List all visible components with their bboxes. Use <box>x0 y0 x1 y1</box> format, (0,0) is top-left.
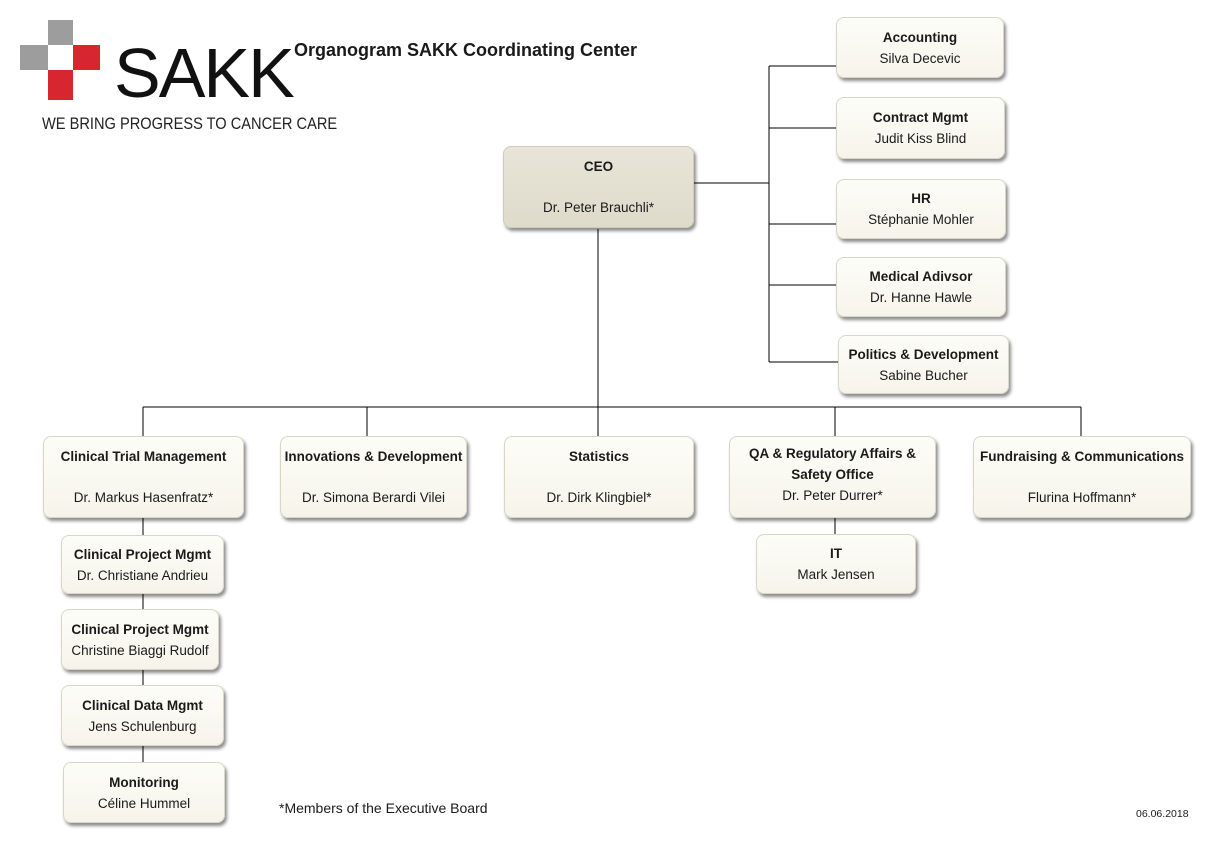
unit-name: Jens Schulenburg <box>88 718 197 734</box>
ctm-unit-box: Clinical Project Mgmt Christine Biaggi R… <box>61 609 219 670</box>
ctm-unit-box: Clinical Data Mgmt Jens Schulenburg <box>61 685 224 746</box>
unit-role: Clinical Project Mgmt <box>73 546 212 562</box>
logo-tagline: WE BRING PROGRESS TO CANCER CARE <box>42 114 338 133</box>
staff-role: Medical Adivsor <box>869 269 973 284</box>
staff-box-contract-mgmt: Contract Mgmt Judit Kiss Blind <box>836 97 1005 159</box>
department-role: Statistics <box>568 449 630 464</box>
cross-logo-icon <box>20 20 100 100</box>
staff-box-politics-development: Politics & Development Sabine Bucher <box>838 335 1009 394</box>
staff-name: Silva Decevic <box>879 50 961 66</box>
unit-name: Mark Jensen <box>797 567 875 582</box>
staff-name: Judit Kiss Blind <box>874 131 967 146</box>
staff-box-medical-advisor: Medical Adivsor Dr. Hanne Hawle <box>836 257 1006 317</box>
unit-role: Monitoring <box>109 774 179 790</box>
ceo-name: Dr. Peter Brauchli* <box>542 200 655 215</box>
department-name: Dr. Simona Berardi Vilei <box>301 490 446 505</box>
unit-name: Christine Biaggi Rudolf <box>71 642 209 658</box>
unit-name: Céline Hummel <box>97 795 191 811</box>
staff-name: Stéphanie Mohler <box>868 212 974 227</box>
logo-wordmark: SAKK <box>114 34 295 112</box>
unit-role: Clinical Project Mgmt <box>71 621 209 637</box>
department-box-qa-regulatory: QA & Regulatory Affairs & Safety Office … <box>729 436 936 518</box>
date-stamp: 06.06.2018 <box>1136 808 1189 820</box>
staff-role: HR <box>911 191 931 206</box>
department-name: Flurina Hoffmann* <box>1027 490 1137 505</box>
footnote: *Members of the Executive Board <box>279 800 488 816</box>
staff-name: Dr. Hanne Hawle <box>869 290 973 305</box>
staff-box-hr: HR Stéphanie Mohler <box>836 179 1006 239</box>
sakk-logo: SAKK WE BRING PROGRESS TO CANCER CARE <box>18 18 337 138</box>
department-role: QA & Regulatory Affairs & Safety Office <box>748 446 917 482</box>
department-role: Fundraising & Communications <box>979 449 1184 464</box>
department-box-fundraising-communications: Fundraising & Communications Flurina Hof… <box>973 436 1191 518</box>
department-box-clinical-trial-management: Clinical Trial Management Dr. Markus Has… <box>43 436 244 518</box>
staff-name: Sabine Bucher <box>879 367 968 383</box>
department-box-statistics: Statistics Dr. Dirk Klingbiel* <box>504 436 694 518</box>
staff-role: Contract Mgmt <box>872 110 969 125</box>
department-name: Dr. Dirk Klingbiel* <box>546 490 652 505</box>
page-title: Organogram SAKK Coordinating Center <box>294 40 638 60</box>
department-name: Dr. Peter Durrer* <box>782 488 883 503</box>
department-name: Dr. Markus Hasenfratz* <box>73 490 214 505</box>
ctm-unit-box: Clinical Project Mgmt Dr. Christiane And… <box>61 535 224 594</box>
unit-name: Dr. Christiane Andrieu <box>76 567 209 583</box>
department-role: Innovations & Development <box>284 449 463 464</box>
ctm-unit-box: Monitoring Céline Hummel <box>63 762 225 823</box>
department-role: Clinical Trial Management <box>60 449 227 464</box>
staff-role: Accounting <box>882 29 958 45</box>
staff-box-accounting: Accounting Silva Decevic <box>836 17 1004 78</box>
ceo-box: CEO Dr. Peter Brauchli* <box>503 146 694 228</box>
unit-role: IT <box>830 546 842 561</box>
ceo-role: CEO <box>583 159 614 174</box>
unit-role: Clinical Data Mgmt <box>82 697 203 713</box>
qa-unit-box-it: IT Mark Jensen <box>756 534 916 594</box>
staff-role: Politics & Development <box>848 346 999 362</box>
department-box-innovations-development: Innovations & Development Dr. Simona Ber… <box>280 436 467 518</box>
